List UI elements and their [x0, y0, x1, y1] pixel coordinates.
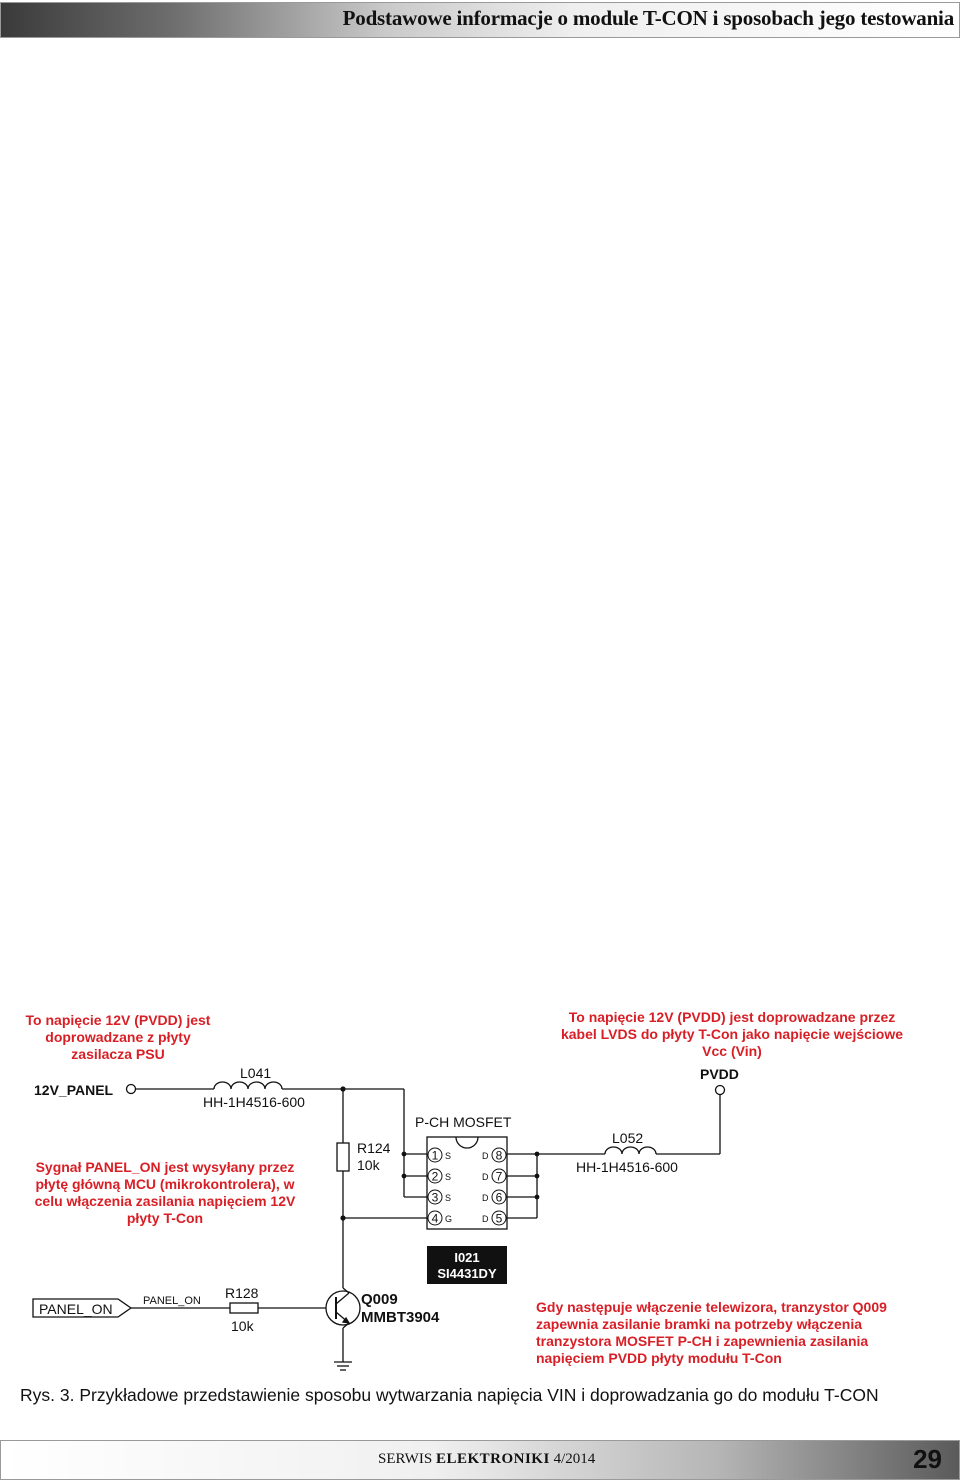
pin-number: 8	[496, 1149, 503, 1163]
page-title: Podstawowe informacje o module T-CON i s…	[342, 6, 955, 30]
label-l052-ref: L052	[612, 1130, 643, 1146]
pin-name: D	[482, 1214, 489, 1224]
page-number: 29	[913, 1444, 942, 1474]
transistor-collector	[335, 1292, 350, 1305]
label-r128-ref: R128	[225, 1285, 259, 1301]
label-ic-ref: I021	[454, 1250, 479, 1265]
inductor-l052	[604, 1146, 657, 1155]
label-12v-panel: 12V_PANEL	[34, 1082, 114, 1098]
junction-dot	[534, 1173, 540, 1179]
wire-emitter-lead	[342, 1322, 350, 1329]
pin-name: S	[445, 1193, 451, 1203]
label-r124-value: 10k	[357, 1157, 381, 1173]
note-q009: Gdy następuje włączenie telewizora, tran…	[536, 1299, 887, 1366]
page-header: Podstawowe informacje o module T-CON i s…	[0, 0, 960, 40]
transistor-emitter-arrow	[341, 1316, 351, 1324]
pin-name: G	[445, 1214, 452, 1224]
inductor-l041	[213, 1081, 283, 1090]
label-q009-ref: Q009	[361, 1291, 398, 1308]
label-r124-ref: R124	[357, 1140, 391, 1156]
header-bar	[0, 2, 960, 38]
junction-dot	[401, 1173, 407, 1179]
terminal-12v-panel	[125, 1083, 137, 1095]
pin-number: 6	[496, 1191, 503, 1205]
footer-magazine: SERWIS ELEKTRONIKI 4/2014	[378, 1451, 595, 1468]
junction-dot	[340, 1086, 346, 1092]
label-l041-value: HH-1H4516-600	[203, 1094, 305, 1110]
terminal-pvdd	[714, 1084, 726, 1096]
magazine-name-a: SERWIS	[378, 1451, 433, 1467]
transistor-q009	[325, 1290, 361, 1326]
label-pvdd: PVDD	[700, 1066, 739, 1082]
pin-number: 2	[432, 1170, 439, 1184]
label-mosfet-type: P-CH MOSFET	[415, 1114, 512, 1130]
ic-label-box	[427, 1246, 507, 1284]
label-panel-on-connector: PANEL_ON	[39, 1301, 113, 1317]
junction-dot	[534, 1151, 540, 1157]
pin-name: D	[482, 1151, 489, 1161]
pin-name: D	[482, 1172, 489, 1182]
ic-notch	[455, 1136, 479, 1149]
pin-name: S	[445, 1151, 451, 1161]
wire-collector-lead	[342, 1287, 350, 1294]
ic-body	[426, 1136, 508, 1230]
connector-panel-on	[32, 1298, 133, 1318]
label-r128-value: 10k	[231, 1318, 255, 1334]
label-panel-on-net: PANEL_ON	[143, 1295, 201, 1307]
pin-number: 1	[432, 1149, 439, 1163]
magazine-issue: 4/2014	[553, 1451, 596, 1467]
magazine-name-b: ELEKTRONIKI	[435, 1451, 550, 1467]
label-l041-ref: L041	[240, 1065, 271, 1081]
junction-dot	[340, 1215, 346, 1221]
junction-dot	[401, 1151, 407, 1157]
pin-number: 5	[496, 1212, 503, 1226]
note-panel-on: Sygnał PANEL_ON jest wysyłany przez płyt…	[34, 1159, 296, 1226]
pin-number: 3	[432, 1191, 439, 1205]
label-ic-part: SI4431DY	[437, 1266, 497, 1281]
footer-bar	[0, 1440, 960, 1480]
label-l052-value: HH-1H4516-600	[576, 1159, 678, 1175]
junction-dot	[534, 1194, 540, 1200]
resistor-r128	[229, 1302, 259, 1314]
pin-number: 7	[496, 1170, 503, 1184]
note-lvds: To napięcie 12V (PVDD) jest doprowadzane…	[560, 1009, 904, 1059]
figure-caption: Rys. 3. Przykładowe przedstawienie sposo…	[20, 1385, 879, 1405]
label-q009-part: MMBT3904	[361, 1309, 440, 1326]
resistor-r124	[336, 1142, 350, 1172]
note-psu: To napięcie 12V (PVDD) jest doprowadzane…	[25, 1012, 211, 1062]
pin-number: 4	[432, 1212, 439, 1226]
pin-name: S	[445, 1172, 451, 1182]
pin-name: D	[482, 1193, 489, 1203]
